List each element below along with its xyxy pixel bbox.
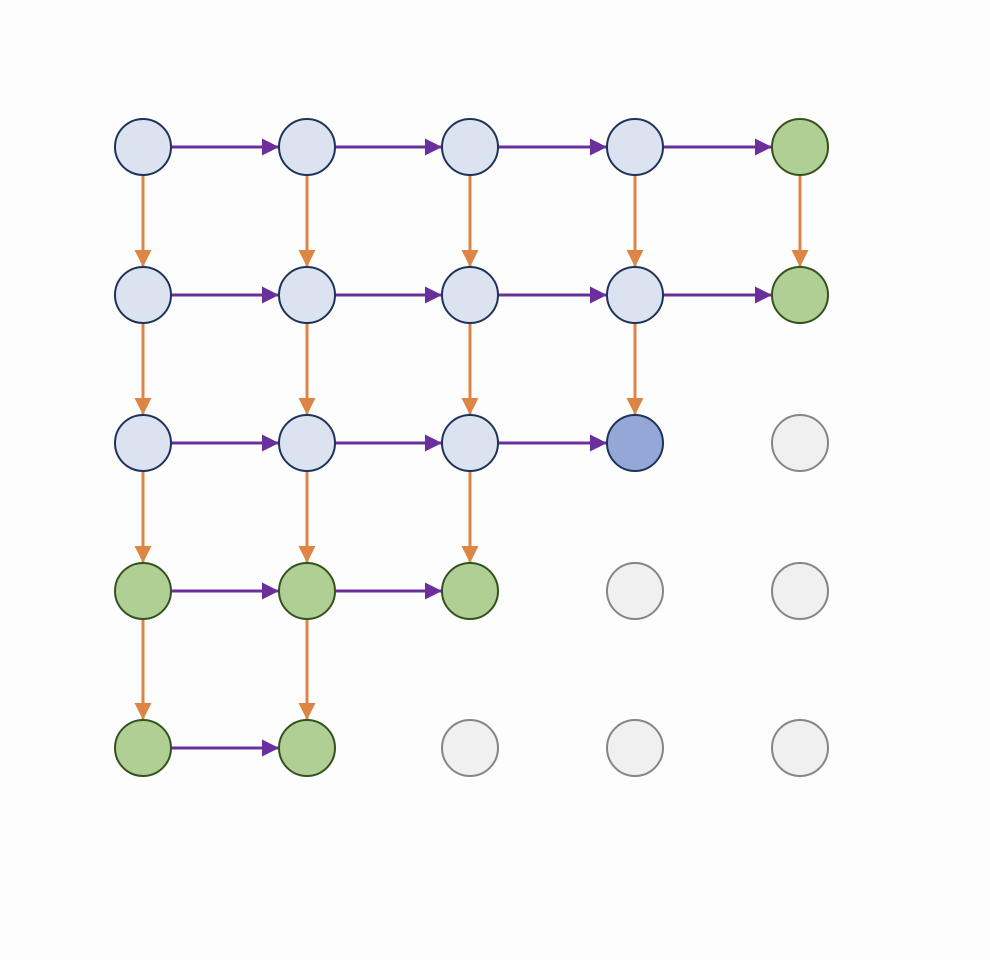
node-r4-c0-frontier (114, 719, 172, 777)
node-r3-c0-frontier (114, 562, 172, 620)
node-r2-c4-pending (771, 414, 829, 472)
node-r0-c4-frontier (771, 118, 829, 176)
node-r0-c0-processed (114, 118, 172, 176)
node-r0-c2-processed (441, 118, 499, 176)
node-r1-c2-processed (441, 266, 499, 324)
node-r1-c3-processed (606, 266, 664, 324)
node-r1-c1-processed (278, 266, 336, 324)
node-r3-c2-frontier (441, 562, 499, 620)
node-r4-c3-pending (606, 719, 664, 777)
node-r2-c0-processed (114, 414, 172, 472)
node-r1-c4-frontier (771, 266, 829, 324)
node-r0-c1-processed (278, 118, 336, 176)
node-r0-c3-processed (606, 118, 664, 176)
node-r3-c1-frontier (278, 562, 336, 620)
nodes-layer (114, 118, 829, 777)
node-r3-c4-pending (771, 562, 829, 620)
node-r2-c1-processed (278, 414, 336, 472)
node-r4-c4-pending (771, 719, 829, 777)
node-r2-c2-processed (441, 414, 499, 472)
node-r1-c0-processed (114, 266, 172, 324)
node-r4-c1-frontier (278, 719, 336, 777)
node-r3-c3-pending (606, 562, 664, 620)
node-r2-c3-current (606, 414, 664, 472)
edges-layer (134, 138, 809, 757)
node-r4-c2-pending (441, 719, 499, 777)
